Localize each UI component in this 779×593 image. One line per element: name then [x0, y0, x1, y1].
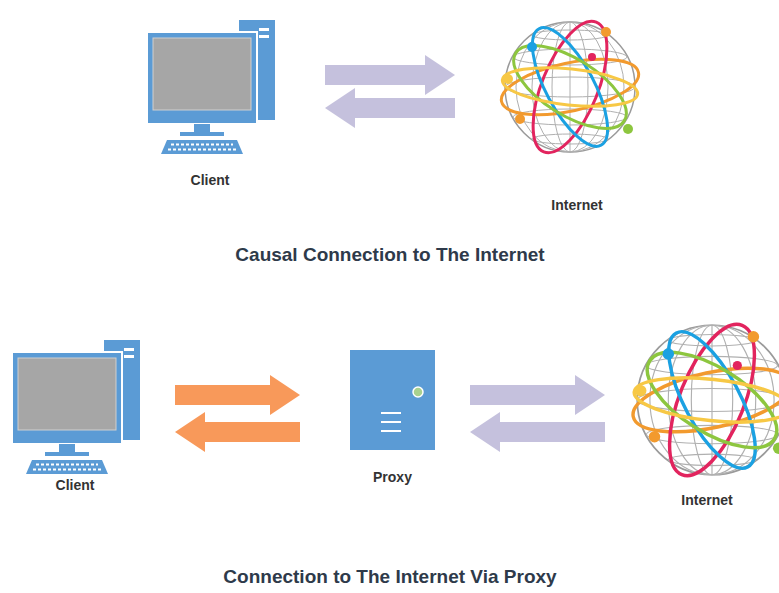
block-arrow — [175, 375, 300, 415]
node-label: Client — [5, 477, 145, 493]
block-arrow — [470, 375, 605, 415]
internet-globe-icon — [628, 313, 779, 486]
block-arrow — [175, 412, 300, 452]
node-label: Internet — [497, 197, 657, 213]
block-arrow — [325, 55, 455, 95]
node-label: Proxy — [345, 469, 440, 485]
client-computer-icon — [12, 340, 140, 474]
client-computer-icon — [147, 20, 275, 154]
icon-node: Client — [140, 20, 280, 190]
block-arrow — [325, 88, 455, 128]
section-heading: Causal Connection to The Internet — [235, 244, 544, 266]
proxy-server-icon — [350, 350, 435, 450]
node-label: Internet — [635, 492, 779, 508]
internet-globe-icon — [497, 12, 644, 163]
section-heading: Connection to The Internet Via Proxy — [223, 566, 556, 588]
icon-node: Internet — [635, 320, 779, 510]
icon-node: Client — [5, 340, 145, 495]
icon-node: Internet — [497, 15, 657, 215]
block-arrow — [470, 412, 605, 452]
node-label: Client — [140, 172, 280, 188]
icon-node: Proxy — [345, 345, 440, 487]
